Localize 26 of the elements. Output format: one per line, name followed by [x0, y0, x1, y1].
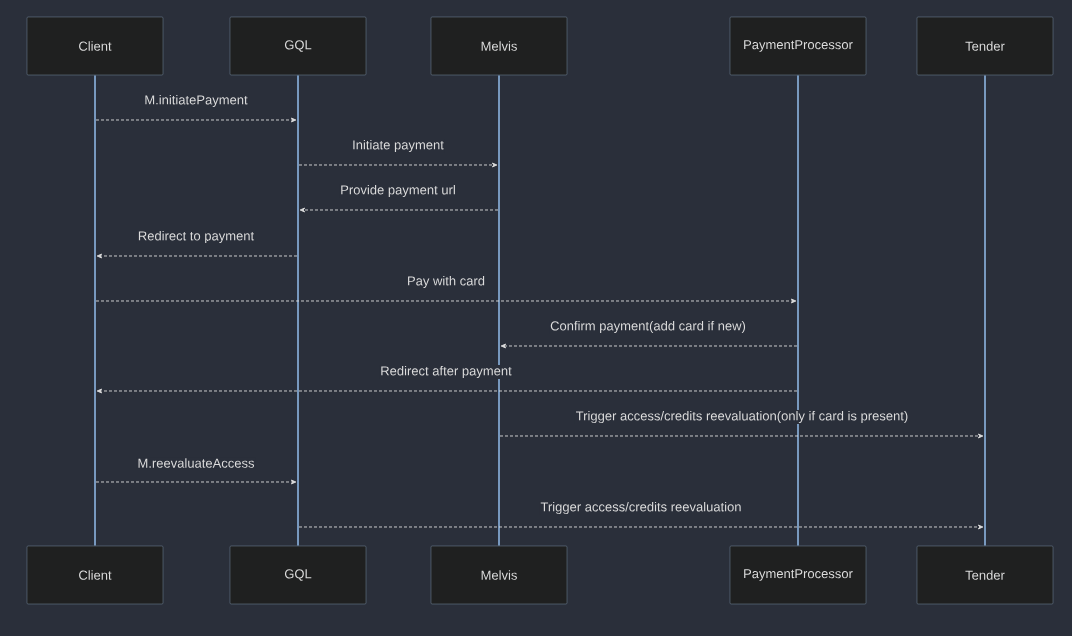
participant-box: Tender [916, 545, 1054, 605]
message-arrow [500, 343, 798, 349]
participant-box: PaymentProcessor [729, 16, 867, 76]
message-arrow [299, 207, 499, 213]
participant-box: Melvis [430, 16, 568, 76]
message-arrow [96, 388, 798, 394]
participant-box: Client [26, 545, 164, 605]
lifeline [297, 75, 299, 546]
participant-box: Client [26, 16, 164, 76]
lifeline [984, 75, 986, 546]
message-arrow [95, 298, 797, 304]
participant-box: Tender [916, 16, 1054, 76]
lifeline [797, 75, 799, 546]
participant-box: PaymentProcessor [729, 545, 867, 605]
message-arrow [95, 117, 297, 123]
participant-box: GQL [229, 16, 367, 76]
participant-box: Melvis [430, 545, 568, 605]
message-label: M.reevaluateAccess [136, 457, 256, 469]
participant-box: GQL [229, 545, 367, 605]
message-arrow [298, 524, 984, 530]
lifeline [94, 75, 96, 546]
message-arrow [499, 433, 984, 439]
message-arrow [96, 253, 298, 259]
lifeline [498, 75, 500, 546]
message-arrow [95, 479, 297, 485]
message-arrow [298, 162, 498, 168]
